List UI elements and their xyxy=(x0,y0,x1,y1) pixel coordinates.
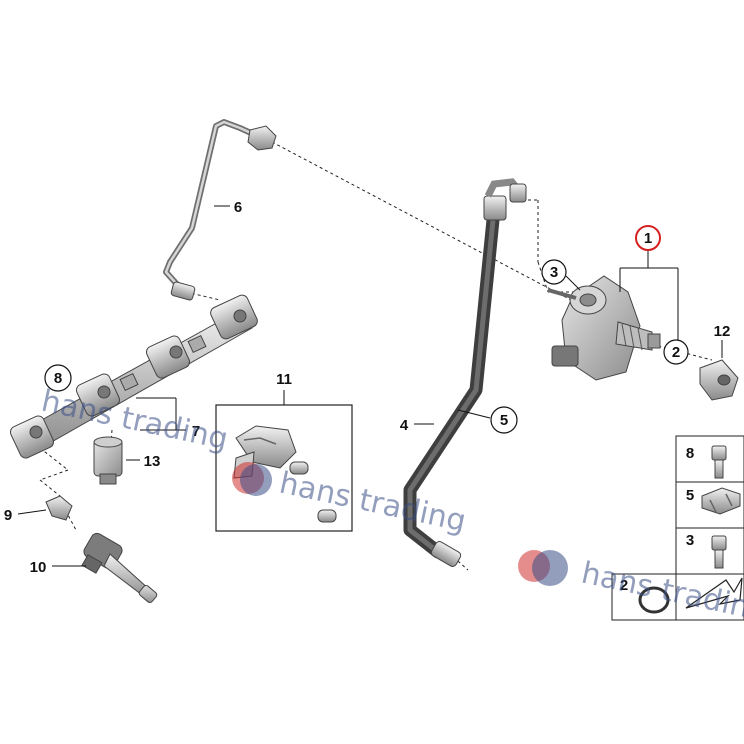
legend-item-5[interactable]: 5 xyxy=(686,487,741,515)
callout-6[interactable]: 6 xyxy=(234,199,242,216)
callout-1[interactable]: 1 xyxy=(635,225,661,251)
callout-11[interactable]: 11 xyxy=(276,371,292,388)
callout-7[interactable]: 7 xyxy=(192,423,200,440)
watermark-logo-icon xyxy=(518,550,568,586)
svg-text:10: 10 xyxy=(30,559,47,576)
svg-text:5: 5 xyxy=(686,487,694,504)
callout-3[interactable]: 3 xyxy=(541,259,567,285)
fuel-rail xyxy=(9,294,258,459)
legend-item-8[interactable]: 8 xyxy=(686,445,727,479)
svg-text:11: 11 xyxy=(276,371,292,388)
legend-item-2[interactable]: 2 xyxy=(620,577,670,614)
pressure-sensor xyxy=(93,436,123,485)
arrow-icon xyxy=(685,577,743,609)
svg-text:1: 1 xyxy=(644,230,652,247)
svg-text:6: 6 xyxy=(234,199,242,216)
watermark-logo-icon xyxy=(232,462,272,496)
svg-text:9: 9 xyxy=(4,507,12,524)
callout-13[interactable]: 13 xyxy=(144,453,161,470)
legend-panel: 8 5 3 2 xyxy=(611,435,744,621)
fuel-line-pipe xyxy=(163,119,277,301)
svg-text:7: 7 xyxy=(192,423,200,440)
svg-text:13: 13 xyxy=(144,453,161,470)
svg-text:3: 3 xyxy=(686,532,694,549)
svg-text:5: 5 xyxy=(500,412,508,429)
fuel-hose xyxy=(403,178,527,567)
callouts: 1 2 3 4 5 6 7 8 9 10 xyxy=(4,199,731,576)
callout-12[interactable]: 12 xyxy=(714,323,731,340)
fuel-injector xyxy=(81,532,158,604)
svg-text:8: 8 xyxy=(54,370,62,387)
callout-8[interactable]: 8 xyxy=(44,364,72,392)
svg-text:8: 8 xyxy=(686,445,694,462)
legend-item-3[interactable]: 3 xyxy=(686,532,727,569)
pump-bolt xyxy=(547,288,577,300)
callout-9[interactable]: 9 xyxy=(4,507,12,524)
svg-text:3: 3 xyxy=(550,264,558,281)
callout-10[interactable]: 10 xyxy=(30,559,47,576)
leader-lines xyxy=(17,205,723,567)
high-pressure-pump xyxy=(551,275,661,381)
callout-2[interactable]: 2 xyxy=(663,339,689,365)
svg-text:2: 2 xyxy=(620,577,628,594)
svg-text:4: 4 xyxy=(400,417,409,434)
svg-text:12: 12 xyxy=(714,323,731,340)
injector-clip xyxy=(45,495,73,521)
callout-4[interactable]: 4 xyxy=(400,417,409,434)
callout-5[interactable]: 5 xyxy=(490,406,518,434)
pump-sleeve xyxy=(699,359,739,401)
svg-text:hans trading: hans trading xyxy=(276,466,469,540)
svg-text:2: 2 xyxy=(672,344,680,361)
